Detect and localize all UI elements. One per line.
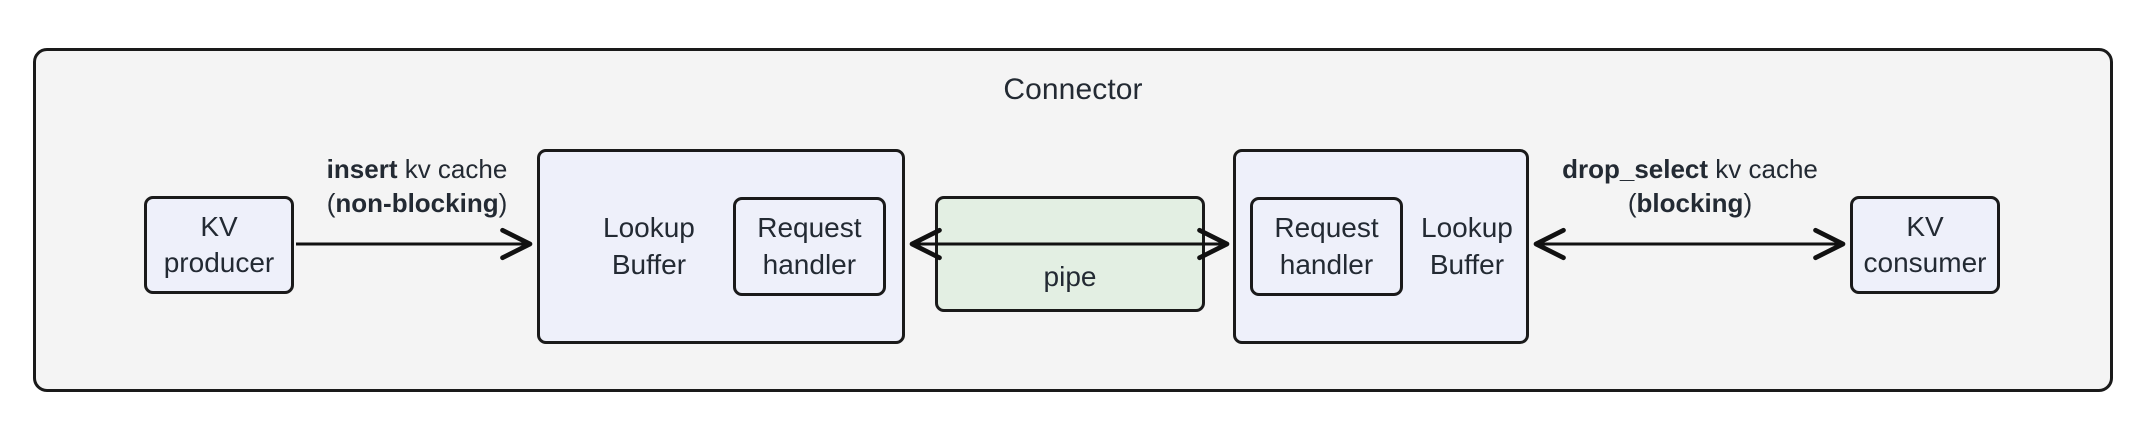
node-request-handler-right[interactable]: Request handler bbox=[1250, 197, 1403, 296]
edge-label-drop-select-paren-close: ) bbox=[1743, 188, 1753, 219]
node-request-handler-right-label: Request handler bbox=[1274, 212, 1379, 280]
node-lookup-buffer-right[interactable]: Lookup Buffer Request handler bbox=[1233, 149, 1529, 344]
node-kv-producer-label: KV producer bbox=[163, 211, 275, 278]
node-lookup-buffer-left-label: Lookup Buffer bbox=[603, 212, 695, 280]
node-kv-consumer[interactable]: KV consumer bbox=[1850, 196, 2000, 294]
node-lookup-buffer-left[interactable]: Lookup Buffer Request handler bbox=[537, 149, 905, 344]
node-pipe[interactable]: pipe bbox=[935, 196, 1205, 312]
node-kv-consumer-label: KV consumer bbox=[1863, 211, 1987, 278]
edge-label-drop-select-op: drop_select bbox=[1562, 154, 1709, 184]
edge-label-drop-select-rest: kv cache bbox=[1708, 154, 1818, 184]
edge-label-insert-paren-close: ) bbox=[498, 188, 508, 219]
connector-title: Connector bbox=[1003, 73, 1143, 106]
edge-label-drop-select-line1: drop_select kv cache bbox=[1528, 152, 1852, 186]
edge-label-drop-select-line2: (blocking) bbox=[1528, 186, 1852, 220]
edge-label-insert-rest: kv cache bbox=[397, 154, 508, 184]
node-request-handler-left-label: Request handler bbox=[757, 212, 862, 280]
node-kv-producer[interactable]: KV producer bbox=[144, 196, 294, 294]
edge-label-drop-select-paren-open: ( bbox=[1627, 188, 1637, 219]
node-request-handler-left[interactable]: Request handler bbox=[732, 197, 886, 296]
edge-label-insert-line2: (non-blocking) bbox=[294, 186, 540, 220]
edge-label-drop-select-mode: blocking bbox=[1636, 188, 1744, 219]
node-pipe-label: pipe bbox=[1043, 261, 1097, 293]
edge-label-insert-mode: non-blocking bbox=[335, 188, 499, 219]
edge-label-insert-paren-open: ( bbox=[326, 188, 336, 219]
edge-label-insert-line1: insert kv cache bbox=[294, 152, 540, 186]
edge-label-insert: insert kv cache (non-blocking) bbox=[294, 152, 540, 221]
node-lookup-buffer-right-label: Lookup Buffer bbox=[1421, 212, 1513, 280]
edge-label-insert-op: insert bbox=[326, 154, 398, 184]
edge-label-drop-select: drop_select kv cache (blocking) bbox=[1528, 152, 1852, 221]
